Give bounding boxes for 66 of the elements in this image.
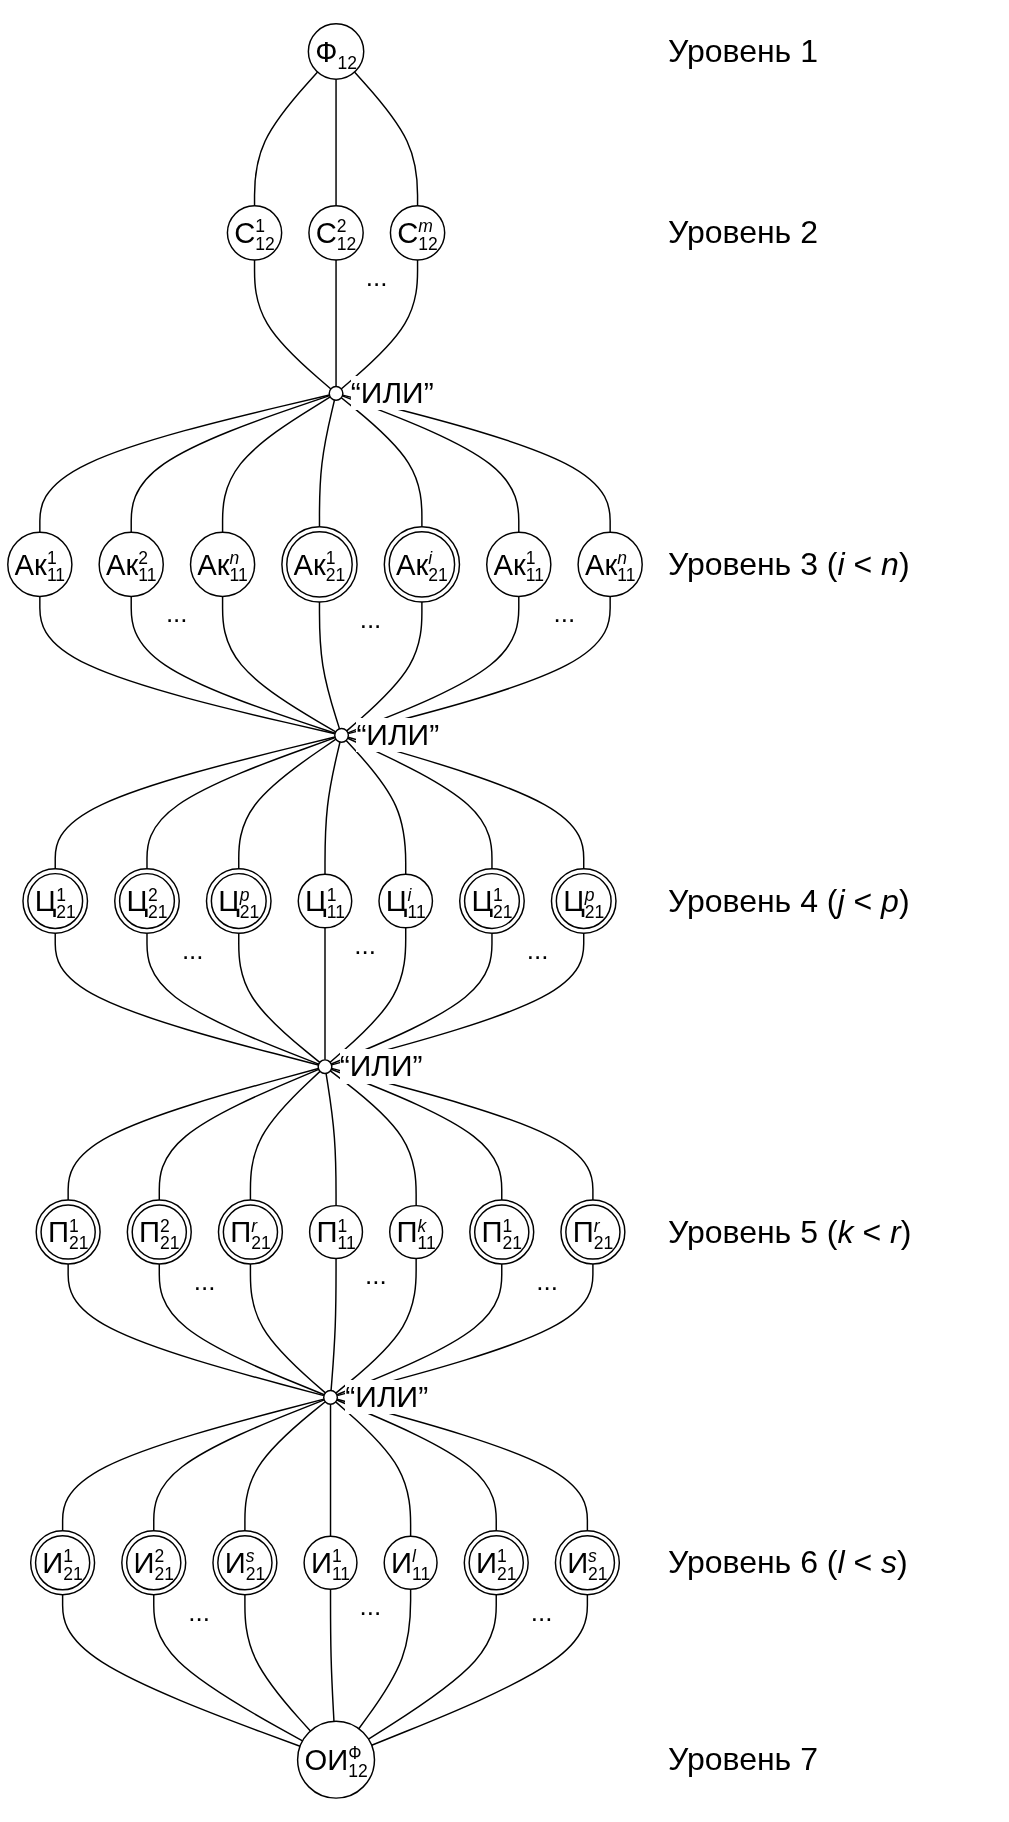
node-circle [334,727,350,743]
connector [318,601,341,730]
connector [39,394,331,534]
connector [244,1593,312,1732]
connector [153,1593,304,1742]
level-label: Уровень 2 [668,214,818,252]
connector [249,1070,321,1201]
connector [146,932,320,1065]
connector [324,741,341,876]
level-label: Уровень 6 (l < s) [668,1544,908,1582]
connector [146,737,336,870]
connector [238,932,321,1064]
connector [367,1593,497,1740]
connector [67,1263,325,1397]
connector [253,71,319,207]
node-circle [317,1059,333,1075]
connector [54,736,336,870]
node-circle: Ф$_{12}$ [307,23,365,80]
node-circle [322,1389,339,1405]
connector [238,738,337,870]
connector [347,737,493,870]
connector [130,595,336,734]
connector [340,259,419,390]
level-label: Уровень 4 (j < p) [668,882,910,920]
connector [370,1593,589,1747]
level-label: Уровень 5 (k < r) [668,1213,912,1251]
connector [158,1068,320,1201]
connector [318,399,336,528]
level-label: Уровень 1 [668,33,818,70]
connector [244,1401,326,1532]
connector [54,932,320,1066]
connector [153,1399,325,1532]
connector [325,1072,337,1207]
connector [61,1593,301,1748]
connector [67,1067,320,1201]
connector [329,1588,335,1723]
node-caption: “ИЛИ” [350,375,434,411]
node-circle [328,385,344,401]
connector [335,78,337,207]
level-label: Уровень 7 [668,1741,818,1778]
node-caption: “ИЛИ” [356,717,440,753]
connector [358,1588,412,1730]
connector [345,739,407,876]
connector [221,595,337,733]
node-caption: “ИЛИ” [345,1379,429,1415]
connector [158,1263,325,1396]
connector [334,1401,412,1538]
node-caption: “ИЛИ” [339,1049,423,1084]
connector [324,927,326,1061]
connector [340,397,423,528]
connector [61,1398,325,1532]
connector [253,259,332,390]
connector [329,927,407,1063]
connector [353,71,419,207]
level-label: Уровень 3 (i < n) [668,545,910,583]
connector [221,396,331,534]
connector [330,1257,337,1392]
connector [39,595,336,735]
connector [329,1403,332,1538]
connector [130,394,331,534]
connector [335,1257,417,1394]
connector [249,1263,327,1394]
connector [335,259,337,388]
connector [329,1070,417,1207]
connector [345,601,423,732]
connector [336,1399,497,1532]
